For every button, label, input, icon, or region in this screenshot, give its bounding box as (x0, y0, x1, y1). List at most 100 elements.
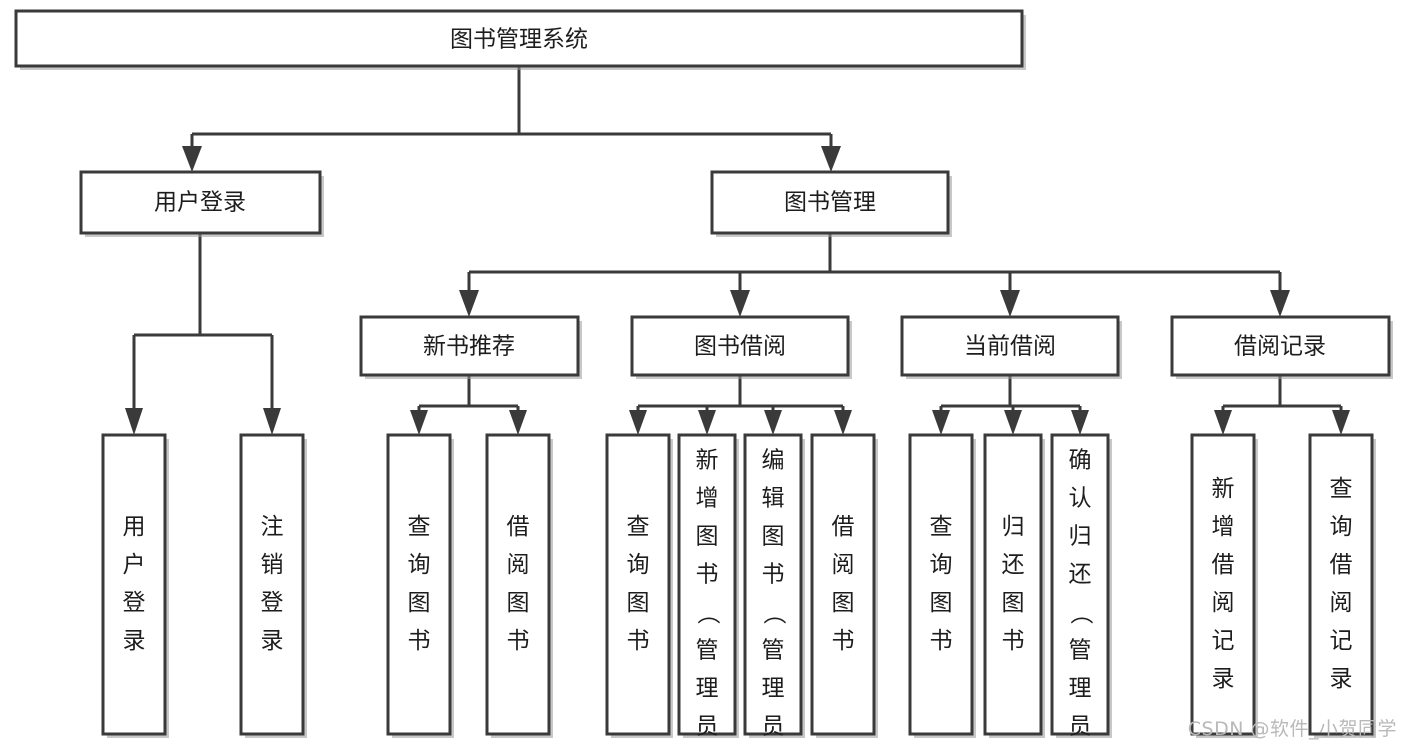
leaf-add-book-box[interactable] (677, 433, 737, 736)
leaf-query-book-bor-char: 图 (627, 590, 650, 616)
leaf-logout-char: 登 (261, 590, 284, 616)
leaf-return-book-char: 图 (1002, 590, 1025, 616)
leaf-query-book-cur-char: 询 (930, 552, 953, 578)
leaf-return-book[interactable]: 归还图书归还图书 (967, 433, 1059, 738)
book-manage-label: 图书管理 (784, 190, 876, 216)
leaf-borrow-book-rec-char: 图 (507, 590, 530, 616)
book-borrow-box[interactable] (630, 315, 850, 377)
leaf-add-record-char: 录 (1212, 666, 1235, 692)
leaf-user-login-box[interactable] (101, 433, 167, 736)
leaf-borrow-book-bor-box[interactable] (810, 433, 876, 736)
leaf-add-record[interactable]: 新增借阅记录新增借阅记录 (1154, 433, 1292, 738)
arrow-to-borrow-record (1270, 290, 1290, 317)
arrow-to-book-borrow (730, 290, 750, 317)
leaf-logout-box[interactable] (239, 433, 305, 736)
leaf-add-record-char: 增 (1212, 514, 1235, 540)
user-login-box[interactable] (79, 170, 322, 235)
arrow-to-current-borrow (1000, 290, 1020, 317)
leaf-user-login[interactable]: 用户登录用户登录 (88, 433, 180, 738)
leaf-query-record-char: 阅 (1330, 590, 1353, 616)
leaf-add-record-char: 借 (1212, 552, 1235, 578)
leaf-add-book-char: 理 (696, 676, 719, 702)
leaf-edit-book-char: 编 (762, 448, 785, 474)
leaf-query-book-bor-char: 书 (627, 628, 650, 654)
leaf-borrow-book-bor-char: 书 (832, 628, 855, 654)
leaf-borrow-book-bor[interactable]: 借阅图书借阅图书 (797, 433, 889, 738)
arrow-to-leaf-borrow-book-bor (834, 410, 852, 435)
leaf-query-record-char: 记 (1330, 628, 1353, 654)
node-new-book-rec[interactable]: 新书推荐 (359, 315, 582, 379)
leaf-return-book-char: 还 (1002, 552, 1025, 578)
leaf-query-record[interactable]: 查询借阅记录查询借阅记录 (1272, 433, 1405, 738)
leaf-add-record-box[interactable] (1190, 433, 1256, 736)
current-borrow-label: 当前借阅 (964, 334, 1056, 360)
arrow-to-leaf-return-book (1004, 410, 1022, 435)
leaf-borrow-book-rec-char: 书 (507, 628, 530, 654)
leaf-user-login-char: 录 (123, 628, 146, 654)
leaf-borrow-book-rec-char: 借 (507, 514, 530, 540)
leaf-confirm-return-char: 归 (1069, 524, 1092, 550)
leaf-borrow-book-rec-box[interactable] (485, 433, 551, 736)
leaf-borrow-book-rec[interactable]: 借阅图书借阅图书 (472, 433, 564, 738)
leaf-query-book-bor-char: 查 (627, 514, 650, 540)
leaf-edit-book-box[interactable] (743, 433, 803, 736)
arrow-to-leaf-query-book-cur (932, 410, 950, 435)
arrow-to-leaf-logout (263, 408, 281, 435)
book-manage-box[interactable] (710, 170, 950, 235)
borrow-record-box[interactable] (1170, 315, 1391, 377)
leaf-edit-book-char: （ (761, 602, 787, 625)
root-box[interactable] (14, 9, 1024, 68)
leaf-user-login-char: 登 (123, 590, 146, 616)
arrow-to-leaf-confirm-return (1071, 410, 1089, 435)
leaf-add-record-char: 记 (1212, 628, 1235, 654)
arrow-to-leaf-add-record (1214, 410, 1232, 435)
leaf-query-book-cur[interactable]: 查询图书查询图书 (895, 433, 987, 738)
new-book-rec-box[interactable] (359, 315, 580, 377)
leaf-query-record-char: 录 (1330, 666, 1353, 692)
leaf-add-book-char: 新 (696, 448, 719, 474)
leaf-add-book-char: 图 (696, 524, 719, 550)
leaf-query-record-box[interactable] (1308, 433, 1374, 736)
node-current-borrow[interactable]: 当前借阅 (900, 315, 1122, 379)
leaf-query-book-rec-char: 图 (408, 590, 431, 616)
leaf-borrow-book-bor-char: 阅 (832, 552, 855, 578)
leaf-node-layer: 用户登录用户登录注销登录注销登录查询图书查询图书借阅图书借阅图书查询图书查询图书… (88, 433, 1405, 747)
edge-group-user-login (125, 233, 281, 435)
leaf-add-book-char: 书 (696, 562, 719, 588)
edge-group-book-manage (459, 233, 1290, 317)
arrow-to-leaf-borrow-book-rec (509, 410, 527, 435)
leaf-edit-book-char: 理 (762, 676, 785, 702)
current-borrow-box[interactable] (900, 315, 1120, 377)
leaf-logout[interactable]: 注销登录注销登录 (226, 433, 318, 738)
node-root[interactable]: 图书管理系统 (14, 9, 1026, 70)
leaf-confirm-return-box[interactable] (1050, 433, 1110, 736)
node-borrow-record[interactable]: 借阅记录 (1170, 315, 1393, 379)
leaf-confirm-return-char: 理 (1069, 676, 1092, 702)
edge-group-borrow-record (1214, 375, 1350, 435)
leaf-query-book-bor-box[interactable] (605, 433, 671, 736)
borrow-record-label: 借阅记录 (1234, 334, 1326, 360)
leaf-query-book-cur-box[interactable] (908, 433, 974, 736)
leaf-return-book-box[interactable] (983, 433, 1043, 736)
leaf-confirm-return-char: 还 (1069, 562, 1092, 588)
leaf-query-book-bor[interactable]: 查询图书查询图书 (592, 433, 684, 738)
leaf-edit-book-char: 书 (762, 562, 785, 588)
node-book-borrow[interactable]: 图书借阅 (630, 315, 852, 379)
leaf-query-book-rec-box[interactable] (386, 433, 452, 736)
leaf-edit-book-char: 辑 (762, 486, 785, 512)
arrow-to-leaf-add-book (698, 410, 716, 435)
leaf-query-book-rec[interactable]: 查询图书查询图书 (373, 433, 465, 738)
leaf-add-book-char: 管 (696, 638, 719, 664)
leaf-add-record-char: 新 (1212, 476, 1235, 502)
node-user-login[interactable]: 用户登录 (79, 170, 324, 237)
leaf-edit-book-char: 图 (762, 524, 785, 550)
node-book-manage[interactable]: 图书管理 (710, 170, 952, 237)
leaf-logout-char: 销 (261, 552, 284, 578)
leaf-user-login-char: 户 (123, 552, 146, 578)
leaf-query-book-cur-char: 书 (930, 628, 953, 654)
arrow-to-leaf-query-record (1332, 410, 1350, 435)
edge-group-book-borrow (629, 375, 852, 435)
